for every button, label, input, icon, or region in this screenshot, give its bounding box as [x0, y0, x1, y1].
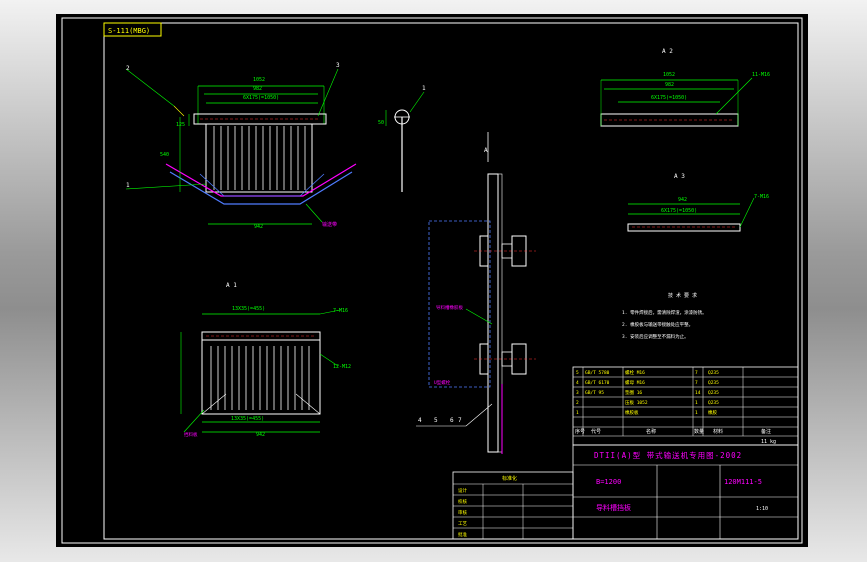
callout-6: 6: [450, 417, 454, 424]
pt-weight: 11 kg: [761, 439, 776, 445]
pt-r1-c3: 7: [695, 380, 698, 386]
pt-r4-c0: 1: [576, 410, 579, 416]
pt-r0-c0: 5: [576, 370, 579, 376]
pt-r2-c2: 垫圈 16: [625, 389, 642, 396]
pt-h-note: 备注: [761, 428, 771, 435]
dim-small-50: 50: [378, 120, 384, 126]
dim-a1-13x35: 13X35(=455): [232, 306, 265, 312]
callout-a1-7-m16: 7-M16: [333, 308, 348, 314]
pt-r3-c0: 2: [576, 400, 579, 406]
belt-label: 输送带: [322, 221, 337, 228]
note-3: 3. 安装后应调整至不漏料为止。: [622, 333, 689, 340]
tb-scale: 1:10: [756, 506, 768, 512]
pt-r4-c4: 橡胶: [708, 409, 717, 416]
dim-a2-1052: 1052: [663, 72, 675, 78]
view-a2-label: A 2: [662, 48, 673, 55]
pt-r0-c2: 螺栓 M16: [625, 369, 645, 376]
pt-r2-c0: 3: [576, 390, 579, 396]
pt-r2-c3: 14: [695, 390, 701, 396]
view-a1-label: A 1: [226, 282, 237, 289]
dim-a3-6x175: 6X175(=1050): [661, 208, 697, 214]
dim-540: 540: [160, 152, 169, 158]
pt-r4-c3: 1: [695, 410, 698, 416]
pt-r3-c4: Q235: [708, 400, 719, 406]
parts-table: 5 GB/T 5780 螺栓 M16 7 Q235 4 GB/T 6170 螺母…: [572, 366, 799, 446]
dim-a2-982: 982: [665, 82, 674, 88]
dim-a2-6x175: 6X175(=1050): [651, 95, 687, 101]
pt-r0-c3: 7: [695, 370, 698, 376]
rev-r3: 工艺: [458, 521, 467, 527]
title-tag: S-111(MBG): [108, 27, 150, 35]
pt-h-no: 序号: [575, 428, 585, 435]
view-a1: A 1 13X35(=455) 13X35(=455) 942 7-M16 12…: [180, 282, 351, 438]
pt-h-mat: 材料: [713, 428, 723, 435]
dim-a1-bottom: 13X35(=455): [231, 416, 264, 422]
callout-2: 2: [126, 65, 130, 72]
callout-5: 5: [434, 417, 438, 424]
drawing-sheet[interactable]: S-111(MBG) 1052 982 6X175(=1050) 2: [56, 14, 808, 547]
rev-r4: 批准: [458, 531, 467, 538]
side-label: 挡料板: [184, 431, 198, 438]
rev-r1: 校核: [458, 498, 467, 505]
callout-1: 1: [126, 182, 130, 189]
callout-12-m12: 12-M12: [333, 364, 351, 370]
pt-h-name: 名称: [646, 428, 656, 435]
view-a3: A 3 942 6X175(=1050) 7-M16: [627, 173, 769, 232]
rev-r0: 设计: [458, 487, 467, 494]
pt-r3-c3: 1: [695, 400, 698, 406]
svg-text:A: A: [484, 147, 488, 154]
pt-r4-c2: 橡胶板: [625, 409, 639, 416]
pt-r2-c1: GB/T 95: [585, 390, 604, 396]
dim-a1-942: 942: [256, 432, 265, 438]
pt-r1-c2: 螺母 M16: [625, 379, 645, 386]
pt-r1-c0: 4: [576, 380, 579, 386]
top-left-view: 1052 982 6X175(=1050) 2 3 1: [125, 62, 357, 230]
dim-942: 942: [254, 224, 263, 230]
callout-4: 4: [418, 417, 422, 424]
tb-product: DTII(A)型 带式输送机专用图-2002: [594, 450, 742, 460]
dim-982: 982: [253, 86, 262, 92]
pt-h-code: 代号: [591, 428, 601, 435]
section-view: A 导料槽橡胶板 U型螺栓 4 5 6 7: [416, 132, 536, 454]
rev-r2: 审核: [458, 509, 467, 516]
pt-r1-c1: GB/T 6170: [585, 380, 610, 386]
dim-6x175: 6X175(=1050): [243, 95, 279, 101]
callout-11-m16: 11-M16: [752, 72, 770, 78]
pt-r0-c4: Q235: [708, 370, 719, 376]
dim-a3-942: 942: [678, 197, 687, 203]
pt-h-qty: 数量: [694, 428, 704, 435]
rubber-label: 导料槽橡胶板: [436, 304, 463, 311]
note-2: 2. 橡胶板与输送带接触处应平整。: [622, 321, 693, 328]
tech-notes: 技 术 要 求 1. 零件焊接后，需清除焊渣，涂漆防锈。 2. 橡胶板与输送带接…: [622, 292, 707, 340]
title-block: DTII(A)型 带式输送机专用图-2002 B=1200 120M111-5 …: [572, 444, 799, 540]
rev-title: 标准化: [502, 475, 517, 482]
pt-r2-c4: Q235: [708, 390, 719, 396]
rev-table: 标准化 设计 校核 审核 工艺 批准: [452, 471, 574, 540]
view-a3-label: A 3: [674, 173, 685, 180]
note-1: 1. 零件焊接后，需清除焊渣，涂漆防锈。: [622, 309, 707, 316]
pt-r0-c1: GB/T 5780: [585, 370, 610, 376]
callout-1-detail: 1: [422, 85, 426, 92]
callout-3: 3: [336, 62, 340, 69]
notes-title: 技 术 要 求: [668, 292, 697, 299]
callout-7: 7: [458, 417, 462, 424]
drawing-canvas: S-111(MBG) 1052 982 6X175(=1050) 2: [61, 17, 803, 544]
pt-r3-c2: 压板 1052: [625, 399, 648, 406]
callout-7-m16: 7-M16: [754, 194, 769, 200]
inner-frame: [103, 22, 799, 540]
dim-125: 125: [176, 122, 185, 128]
bolt-detail: 50 1: [378, 85, 426, 192]
tb-spec: B=1200: [596, 478, 621, 486]
outer-frame: [61, 17, 803, 544]
title-tag-box: [103, 22, 162, 37]
bolt-label: U型螺栓: [434, 379, 451, 386]
tb-name: 导料槽挡板: [596, 503, 631, 512]
dim-1052: 1052: [253, 77, 265, 83]
view-a2: A 2 1052 982 6X175(=1050) 11-M16: [600, 48, 770, 127]
tb-drawing-no: 120M111-5: [724, 478, 762, 486]
pt-r1-c4: Q235: [708, 380, 719, 386]
